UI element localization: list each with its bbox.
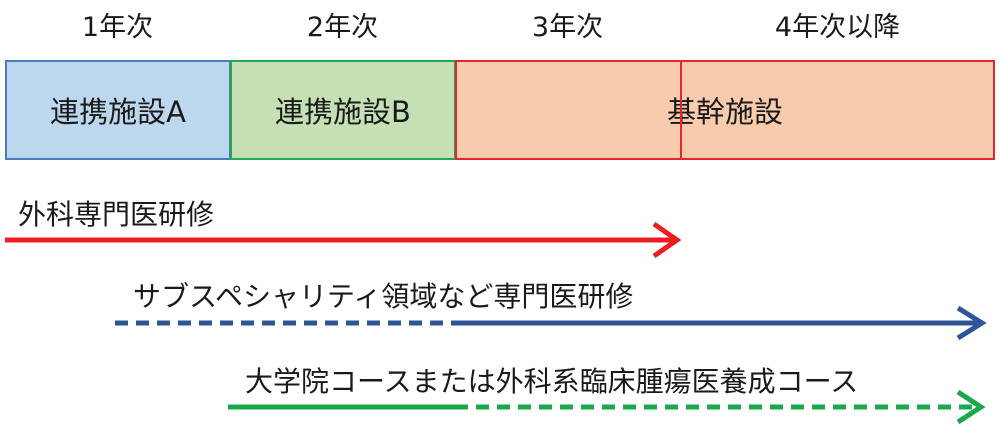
track-label-graduate: 大学院コースまたは外科系臨床腫瘍医養成コース [245,365,859,398]
year-label-4: 4年次以降 [774,12,901,43]
stage-label-partner-b: 連携施設B [275,95,411,129]
track-label-general-surgery: 外科専門医研修 [18,198,215,231]
year-label-3: 3年次 [531,12,604,43]
stage-label-partner-a: 連携施設A [50,95,186,129]
stage-label-core: 基幹施設 [666,95,783,129]
arrowhead-subspecialty [956,305,987,341]
stage-box-partner-a: 連携施設A [5,60,231,160]
stage-box-core: 基幹施設 [455,60,995,160]
track-label-subspecialty: サブスペシャリティ領域など専門医研修 [133,280,634,313]
year-label-2: 2年次 [306,12,379,43]
arrowhead-graduate [956,389,986,425]
year-label-1: 1年次 [81,12,154,43]
arrowhead-general-surgery [652,221,682,259]
